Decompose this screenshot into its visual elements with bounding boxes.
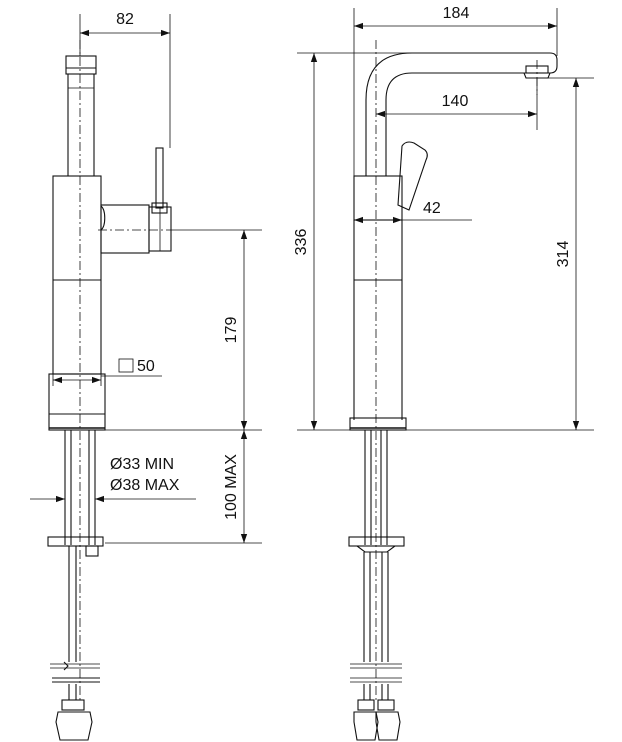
dim-front-outlet-height: 179 bbox=[105, 229, 262, 431]
front-lever-handle bbox=[100, 147, 172, 254]
dim-42-label: 42 bbox=[423, 200, 441, 217]
front-body-column bbox=[48, 175, 106, 431]
dim-side-lever-offset: 42 bbox=[354, 200, 472, 224]
side-lever-handle bbox=[397, 141, 428, 211]
dim-side-overall-depth: 184 bbox=[353, 5, 558, 176]
side-view: 184 140 42 336 314 bbox=[293, 5, 594, 741]
dim-82-label: 82 bbox=[116, 11, 134, 28]
dim-140-label: 140 bbox=[442, 93, 469, 110]
dim-100-max-label: 100 MAX bbox=[223, 454, 240, 520]
front-view: 82 179 50 100 MAX Ø33 bbox=[30, 11, 262, 741]
front-mounting-shank bbox=[47, 430, 104, 741]
dim-336-label: 336 bbox=[293, 229, 310, 256]
square-symbol-icon bbox=[118, 358, 134, 373]
dim-184-label: 184 bbox=[443, 5, 470, 22]
dim-side-overall-height: 336 bbox=[293, 52, 412, 431]
front-spout-top bbox=[65, 55, 97, 176]
dim-hole-max-label: Ø38 MAX bbox=[110, 477, 180, 494]
dim-front-spout-reach: 82 bbox=[79, 11, 171, 148]
side-body-column bbox=[349, 175, 407, 431]
dim-side-outlet-projection: 140 bbox=[376, 78, 538, 130]
dim-side-outlet-height: 314 bbox=[406, 77, 594, 431]
dim-179-label: 179 bbox=[223, 317, 240, 344]
dim-front-square: 50 bbox=[52, 358, 162, 386]
dim-50-label: 50 bbox=[137, 358, 155, 375]
dim-314-label: 314 bbox=[555, 241, 572, 268]
side-mounting-shank bbox=[348, 430, 405, 741]
dim-hole-min-label: Ø33 MIN bbox=[110, 456, 174, 473]
side-spout bbox=[365, 52, 558, 176]
dim-front-hole-diameter: Ø33 MIN Ø38 MAX bbox=[30, 456, 196, 503]
dim-front-deck-thickness: 100 MAX bbox=[105, 430, 262, 544]
